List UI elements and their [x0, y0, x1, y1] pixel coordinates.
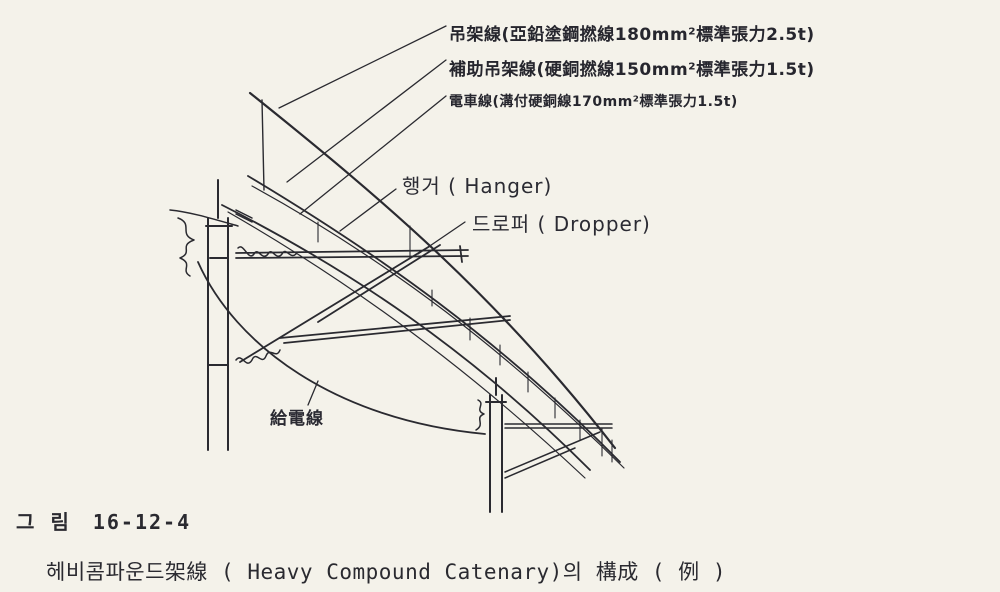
- figure-caption: 헤비콤파운드架線 ( Heavy Compound Catenary)의 構成 …: [46, 560, 726, 584]
- label-aux-messenger-wire: 補助吊架線(硬銅撚線150mm²標準張力1.5t): [449, 60, 815, 80]
- aux-messenger-wire: [247, 175, 621, 463]
- label-feeder: 給電線: [270, 409, 324, 429]
- leader-lines: [278, 25, 466, 406]
- right-cantilever: [475, 399, 613, 479]
- messenger-wire: [248, 91, 617, 450]
- figure-number-value: 16-12-4: [92, 510, 192, 534]
- label-trolley-wire: 電車線(溝付硬銅線170mm²標準張力1.5t): [449, 94, 738, 110]
- figure-number-prefix: 그 림: [16, 510, 71, 534]
- figure-number: 그 림 16-12-4: [16, 506, 191, 535]
- left-cantilever: [235, 244, 511, 363]
- label-dropper: 드로퍼 ( Dropper): [472, 212, 651, 236]
- left-insulators: [169, 209, 297, 364]
- trolley-wire: [221, 204, 591, 471]
- label-messenger-wire: 吊架線(亞鉛塗鋼撚線180mm²標準張力2.5t): [449, 25, 815, 45]
- left-pole: [205, 179, 233, 451]
- feeder-wire: [197, 261, 486, 435]
- right-pole: [485, 377, 507, 513]
- droppers: [317, 221, 613, 463]
- label-hanger: 행거 ( Hanger): [402, 174, 553, 198]
